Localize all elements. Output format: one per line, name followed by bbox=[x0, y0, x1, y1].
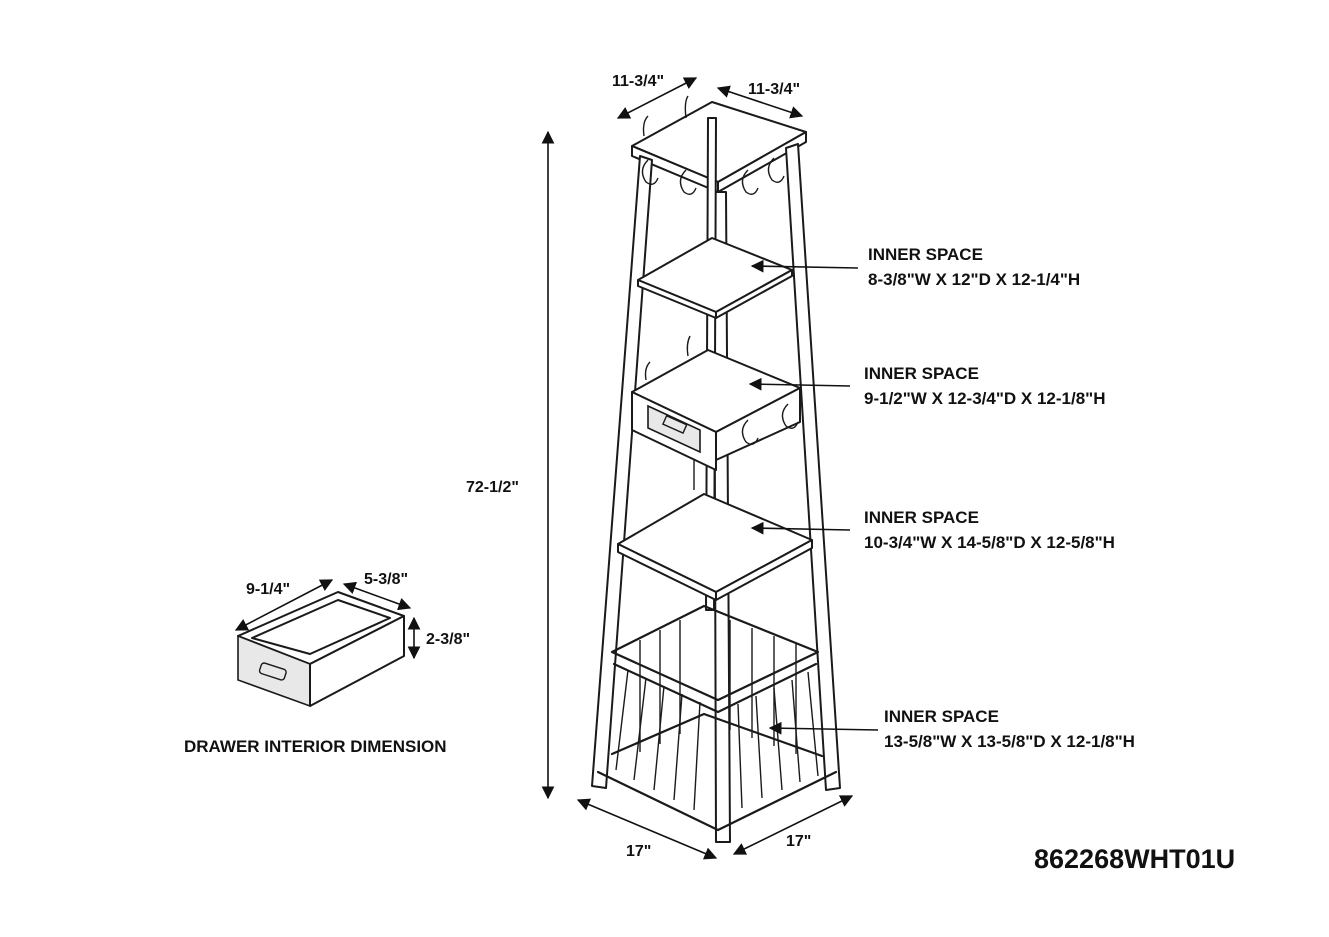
drawer-width-arrow bbox=[234, 579, 334, 631]
drawer-height-label: 2-3/8" bbox=[426, 631, 470, 648]
drawer-depth-arrow bbox=[342, 581, 412, 611]
top-width-label: 11-3/4" bbox=[612, 73, 664, 90]
basket bbox=[596, 604, 838, 832]
inner-space-3-size: 10-3/4"W X 14-5/8"D X 12-5/8"H bbox=[864, 533, 1115, 552]
top-width-arrow bbox=[616, 77, 698, 119]
inner-space-1-arrow bbox=[750, 259, 859, 273]
inner-space-1-size: 8-3/8"W X 12"D X 12-1/4"H bbox=[868, 270, 1080, 289]
top-board-edge-right bbox=[717, 131, 807, 193]
base-width-label: 17" bbox=[626, 843, 651, 860]
inner-space-4-arrow bbox=[768, 721, 879, 735]
inner-space-4-size: 13-5/8"W X 13-5/8"D X 12-1/8"H bbox=[884, 732, 1135, 751]
inner-space-3-arrow bbox=[750, 521, 851, 535]
shelf-1 bbox=[637, 237, 793, 313]
top-depth-arrow bbox=[716, 85, 804, 119]
base-depth-arrow bbox=[732, 795, 854, 855]
drawer-handle bbox=[661, 414, 688, 434]
drawer-depth-label: 5-3/8" bbox=[364, 571, 408, 588]
height-label: 72-1/2" bbox=[466, 479, 519, 496]
inner-space-2-arrow bbox=[748, 377, 851, 391]
inner-space-2-size: 9-1/2"W X 12-3/4"D X 12-1/8"H bbox=[864, 389, 1106, 408]
inner-space-4-title: INNER SPACE bbox=[884, 707, 999, 726]
dimension-lines bbox=[541, 77, 879, 860]
top-depth-label: 11-3/4" bbox=[748, 81, 800, 98]
top-board bbox=[631, 101, 807, 183]
model-number: 862268WHT01U bbox=[1034, 844, 1235, 874]
drawer-detail bbox=[234, 579, 421, 708]
inner-space-2-title: INNER SPACE bbox=[864, 364, 979, 383]
inner-space-1-title: INNER SPACE bbox=[868, 245, 983, 264]
shelf-3 bbox=[617, 493, 813, 593]
drawer-caption: DRAWER INTERIOR DIMENSION bbox=[184, 737, 447, 756]
drawer-width-label: 9-1/4" bbox=[246, 581, 290, 598]
legs bbox=[591, 117, 841, 843]
base-width-arrow bbox=[576, 798, 718, 860]
base-depth-label: 17" bbox=[786, 833, 811, 850]
drawer-detail-handle bbox=[258, 662, 287, 681]
inner-space-3-title: INNER SPACE bbox=[864, 508, 979, 527]
tower-drawing bbox=[591, 95, 841, 843]
